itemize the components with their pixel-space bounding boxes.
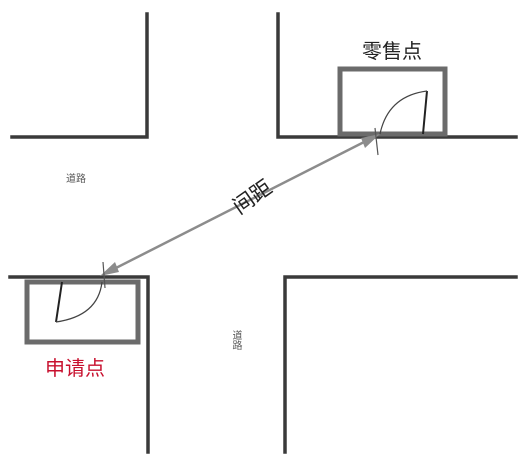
retail-point-label: 零售点 [362, 39, 422, 63]
apply-door-leaf [55, 281, 63, 323]
distance-arrowhead-start [100, 262, 119, 276]
distance-arrow-shaft [111, 138, 369, 272]
wall-top-left [10, 12, 149, 139]
distance-arrow [100, 127, 380, 289]
retail-tick-mark [374, 127, 379, 156]
building-walls [8, 12, 518, 454]
apply-shop-outline [24, 279, 141, 345]
retail-door-leaf [422, 90, 428, 135]
retail-point-shop [337, 66, 448, 137]
road-label-center: 道路 [230, 330, 241, 350]
apply-tick-mark [102, 261, 106, 289]
road-label-left: 道路 [66, 174, 86, 185]
wall-top-right [276, 12, 518, 139]
retail-door-swing-arc [379, 90, 428, 135]
apply-point-shop [24, 279, 141, 345]
wall-bottom-right [283, 275, 518, 454]
wall-bottom-left [8, 275, 150, 454]
retail-shop-outline [337, 66, 448, 137]
apply-door-swing-arc [55, 281, 103, 323]
distance-arrowhead-end [361, 134, 380, 148]
apply-point-label: 申请点 [45, 356, 105, 380]
